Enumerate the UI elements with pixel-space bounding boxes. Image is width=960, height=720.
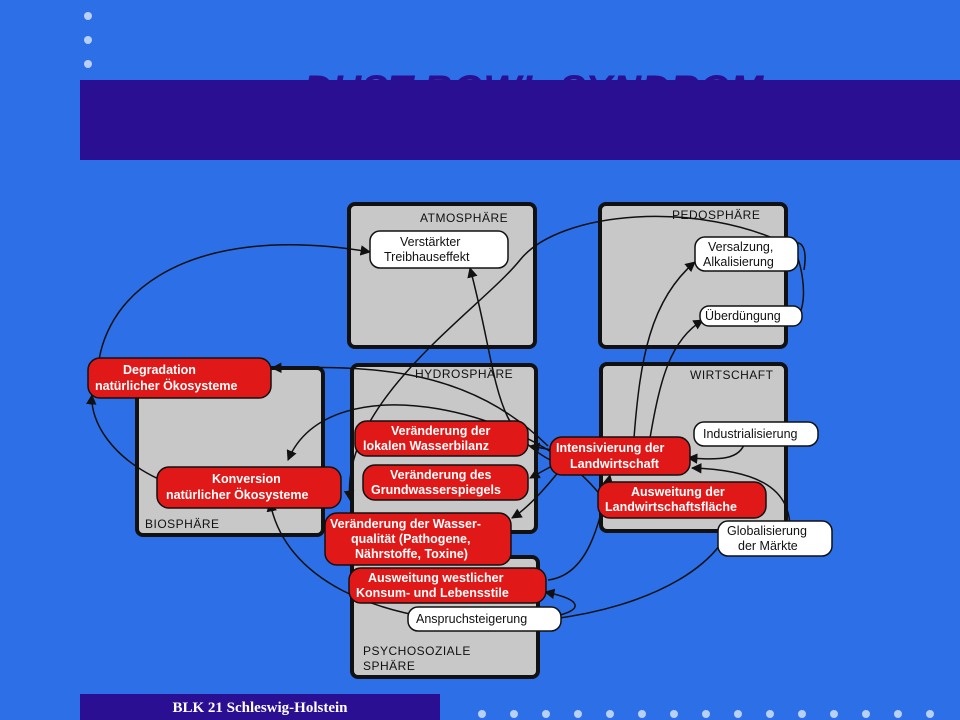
- decor-dot: [84, 12, 92, 20]
- node-label: Grundwasserspiegels: [371, 483, 501, 497]
- decor-dot: [84, 36, 92, 44]
- node-label: Globalisierung: [727, 524, 807, 538]
- sphere-label: PSYCHOSOZIALE: [363, 644, 471, 658]
- page-subtitle: Kernmechanismus: [311, 120, 669, 164]
- arrow-anspruch-konsum: [543, 588, 576, 616]
- decor-dot: [926, 710, 934, 718]
- decor-dot: [510, 710, 518, 718]
- arrow-intensiv-versalzung: [633, 261, 696, 439]
- node-label: Verstärkter: [400, 235, 460, 249]
- sphere-label: ATMOSPHÄRE: [420, 211, 508, 225]
- node-label: Veränderung der: [391, 424, 490, 438]
- node-label: Landwirtschaft: [570, 457, 660, 471]
- node-label: Degradation: [123, 363, 196, 377]
- arrow-intensiv-wasserbilanz: [528, 442, 553, 453]
- node-label: qualität (Pathogene,: [351, 532, 470, 546]
- node-label: Versalzung,: [708, 240, 773, 254]
- decor-dot: [84, 60, 92, 68]
- node-degradation: Degradation natürlicher Ökosysteme: [87, 357, 272, 399]
- sphere-atmosphaere: ATMOSPHÄRE: [347, 202, 537, 349]
- decor-dot: [638, 710, 646, 718]
- node-ueberduengung: Überdüngung: [699, 305, 803, 327]
- node-label: natürlicher Ökosysteme: [166, 487, 308, 502]
- page-title: DUST-BOWL-SYNDROM:: [303, 68, 777, 112]
- node-treibhaus: Verstärkter Treibhauseffekt: [369, 230, 509, 269]
- decor-dot: [606, 710, 614, 718]
- node-konversion: Konversion natürlicher Ökosysteme: [156, 466, 342, 509]
- node-wasserqualitaet: Veränderung der Wasser- qualität (Pathog…: [324, 512, 512, 566]
- sphere-label: HYDROSPHÄRE: [415, 367, 513, 381]
- decor-dot: [478, 710, 486, 718]
- node-versalzung: Versalzung, Alkalisierung: [694, 236, 799, 272]
- node-globalisierung: Globalisierung der Märkte: [717, 520, 833, 557]
- node-label: Nährstoffe, Toxine): [355, 547, 468, 561]
- node-label: Alkalisierung: [703, 255, 774, 269]
- arrow-intensiv-degradation: [270, 362, 549, 447]
- node-label: lokalen Wasserbilanz: [363, 439, 489, 453]
- decor-dot: [894, 710, 902, 718]
- sphere-label: WIRTSCHAFT: [690, 368, 774, 382]
- node-label: Ausweitung westlicher: [368, 571, 504, 585]
- node-label: Überdüngung: [705, 309, 781, 323]
- arrow-intensiv-wasserqualitaet: [511, 469, 561, 519]
- node-industrialisierung: Industrialisierung: [693, 421, 819, 447]
- decor-dot: [574, 710, 582, 718]
- decor-dot: [702, 710, 710, 718]
- node-ausweitung-landwirtschaft: Ausweitung der Landwirtschaftsfläche: [597, 481, 767, 519]
- arrow-degradation-konversion: [86, 393, 171, 485]
- decor-dot: [542, 710, 550, 718]
- sphere-label: PEDOSPHÄRE: [672, 208, 760, 222]
- node-label: Intensivierung der: [556, 441, 664, 455]
- node-intensivierung: Intensivierung der Landwirtschaft: [549, 436, 691, 476]
- sphere-label: SPHÄRE: [363, 659, 415, 673]
- node-label: Anspruchsteigerung: [416, 612, 527, 626]
- node-label: Veränderung der Wasser-: [330, 517, 481, 531]
- node-grundwasser: Veränderung des Grundwasserspiegels: [362, 464, 529, 501]
- node-label: der Märkte: [738, 539, 798, 553]
- decor-dot: [734, 710, 742, 718]
- decor-dot: [862, 710, 870, 718]
- node-label: Konsum- und Lebensstile: [356, 586, 509, 600]
- decor-dot: [670, 710, 678, 718]
- decor-dot: [830, 710, 838, 718]
- footer-label: BLK 21 Schleswig-Holstein: [172, 700, 348, 716]
- footer-bar: [80, 694, 440, 720]
- arrow-degradation-treibhaus: [96, 244, 372, 391]
- decor-dot: [766, 710, 774, 718]
- decor-dot: [798, 710, 806, 718]
- arrow-intensiv-grundwasser: [529, 465, 553, 479]
- title-band: [80, 80, 960, 160]
- node-label: Konversion: [212, 472, 281, 486]
- node-label: Veränderung des: [390, 468, 491, 482]
- node-label: Treibhauseffekt: [384, 250, 470, 264]
- node-konsum: Ausweitung westlicher Konsum- und Lebens…: [348, 567, 547, 604]
- node-label: Ausweitung der: [631, 485, 725, 499]
- node-label: Landwirtschaftsfläche: [605, 500, 737, 514]
- node-wasserbilanz: Veränderung der lokalen Wasserbilanz: [354, 420, 529, 457]
- node-label: natürlicher Ökosysteme: [95, 378, 237, 393]
- node-anspruch: Anspruchsteigerung: [407, 606, 562, 632]
- arrow-global-intensiv: [690, 463, 791, 529]
- sphere-label: BIOSPHÄRE: [145, 517, 220, 531]
- node-label: Industrialisierung: [703, 427, 798, 441]
- arrow-intensiv-ueberduengung: [649, 319, 704, 439]
